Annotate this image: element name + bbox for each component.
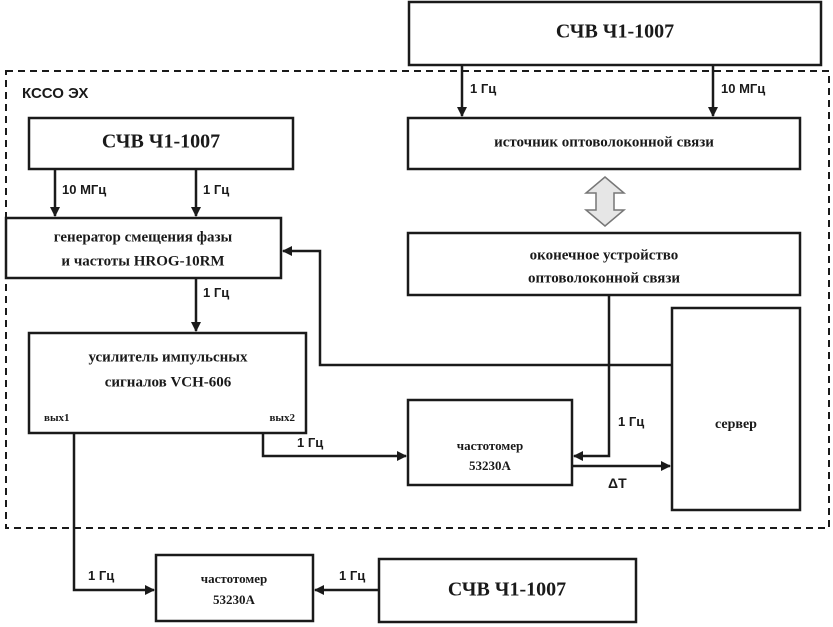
amplifier-label-line1: усилитель импульсных bbox=[88, 349, 248, 365]
fiber-terminal-label-line1: оконечное устройство bbox=[530, 247, 679, 263]
main-frequency-counter-label-line2: 53230A bbox=[469, 458, 512, 473]
edge-label-top-1hz: 1 Гц bbox=[470, 81, 496, 96]
fiber-source-label: источник оптоволоконной связи bbox=[494, 134, 714, 150]
top-frequency-standard-box bbox=[407, 0, 823, 67]
edge-label-terminal-to-counter: 1 Гц bbox=[618, 414, 644, 429]
amplifier-label-line2: сигналов VCH-606 bbox=[105, 374, 232, 390]
edge-label-left-10mhz: 10 МГц bbox=[62, 182, 106, 197]
amplifier-box bbox=[27, 331, 308, 435]
main-frequency-counter-box bbox=[406, 398, 574, 487]
bottom-frequency-counter-label-line1: частотомер bbox=[201, 571, 267, 586]
top-frequency-standard-label: СЧВ Ч1-1007 bbox=[556, 21, 674, 43]
fiber-link-double-arrow-icon bbox=[583, 176, 627, 227]
bottom-frequency-standard-label: СЧВ Ч1-1007 bbox=[448, 579, 566, 601]
arrow-server-to-generator bbox=[282, 246, 672, 367]
edge-label-top-10mhz: 10 МГц bbox=[721, 81, 765, 96]
amplifier-output-2-label: вых2 bbox=[269, 412, 295, 424]
arrow-terminal-to-counter bbox=[573, 295, 611, 461]
fiber-terminal-label-line2: оптоволоконной связи bbox=[528, 270, 680, 286]
left-frequency-standard-label: СЧВ Ч1-1007 bbox=[102, 131, 220, 153]
arrow-amplifier-out2-to-counter bbox=[261, 433, 407, 461]
edge-label-amplifier-to-counter: 1 Гц bbox=[297, 435, 323, 450]
edge-label-delta-t: ΔT bbox=[608, 475, 627, 491]
server-label: сервер bbox=[715, 417, 757, 432]
bottom-frequency-standard-box bbox=[377, 557, 638, 624]
fiber-terminal-box bbox=[406, 231, 802, 297]
amplifier-output-1-label: вых1 bbox=[44, 412, 70, 424]
fiber-source-box bbox=[406, 116, 802, 171]
phase-generator-box bbox=[4, 216, 283, 280]
phase-generator-label-line1: генератор смещения фазы bbox=[54, 229, 233, 245]
edge-label-amplifier-to-bottom-counter: 1 Гц bbox=[88, 568, 114, 583]
ksso-region-label: КССО ЭХ bbox=[22, 85, 88, 102]
phase-generator-label-line2: и частоты HROG-10RM bbox=[61, 253, 224, 269]
edge-label-bottom-source-to-counter: 1 Гц bbox=[339, 568, 365, 583]
main-frequency-counter-label-line1: частотомер bbox=[457, 438, 523, 453]
ksso-region-border bbox=[5, 70, 830, 529]
bottom-frequency-counter-box bbox=[154, 553, 315, 623]
server-box bbox=[670, 306, 802, 512]
edge-label-left-1hz: 1 Гц bbox=[203, 182, 229, 197]
arrow-amplifier-out1-to-bottom-counter bbox=[72, 433, 155, 595]
bottom-frequency-counter-label-line2: 53230A bbox=[213, 592, 256, 607]
edge-label-generator-to-amplifier: 1 Гц bbox=[203, 285, 229, 300]
left-frequency-standard-box bbox=[27, 116, 295, 171]
